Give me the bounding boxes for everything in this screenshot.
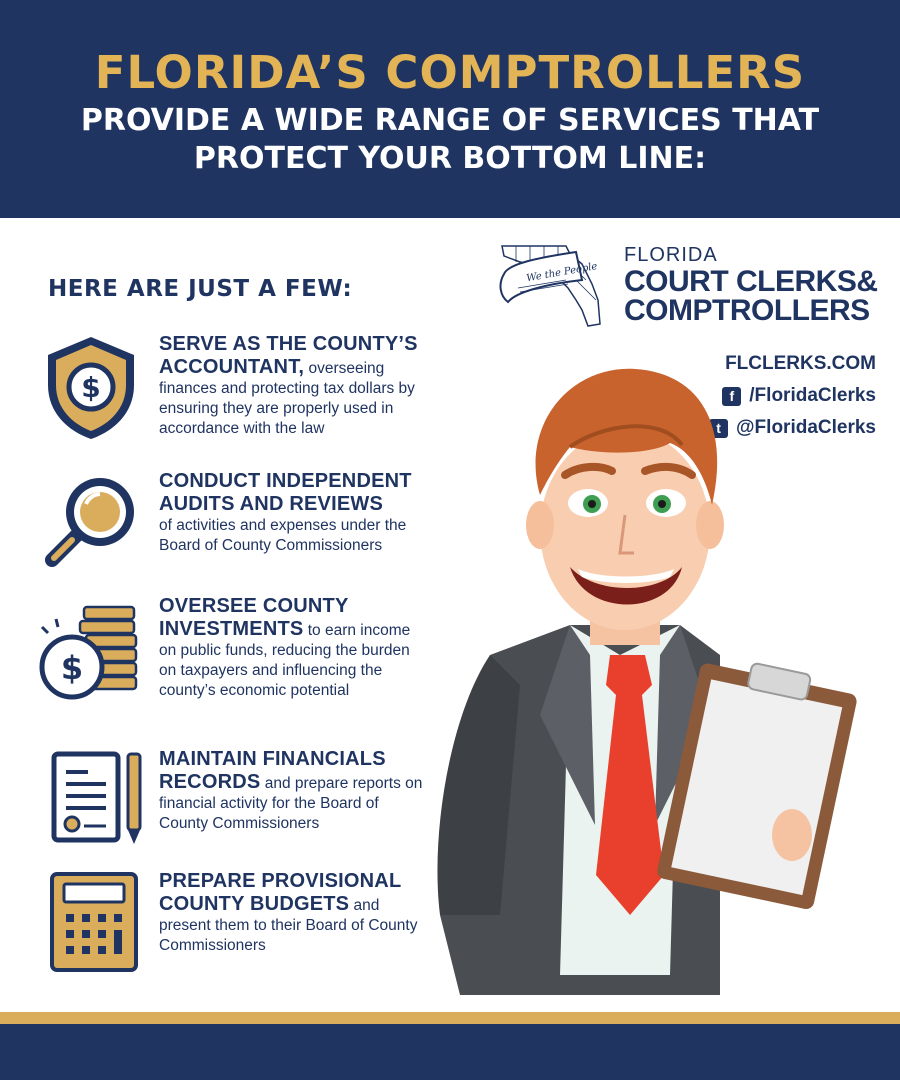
facebook-link[interactable]: f /FloridaClerks (709, 380, 876, 412)
svg-text:$: $ (81, 371, 100, 404)
florida-map-scroll-logo: We the People (499, 245, 601, 327)
service-text: OVERSEE COUNTY INVESTMENTS to earn incom… (159, 595, 424, 701)
magnifying-glass-icon (45, 478, 134, 567)
page-subtitle: PROVIDE A WIDE RANGE OF SERVICES THAT PR… (80, 103, 820, 176)
logo-line-florida: FLORIDA (624, 244, 718, 266)
service-body: and present them to their Board of Count… (159, 897, 418, 954)
service-body: and prepare reports on financial activit… (159, 775, 423, 832)
service-item-budgets: PREPARE PROVISIONAL COUNTY BUDGETS and p… (0, 870, 460, 972)
section-heading: HERE ARE JUST A FEW: (48, 276, 353, 302)
header-banner: FLORIDA’S COMPTROLLERS PROVIDE A WIDE RA… (0, 0, 900, 218)
footer-gold-stripe (0, 1012, 900, 1024)
page-title: FLORIDA’S COMPTROLLERS (94, 46, 806, 99)
service-title: SERVE AS THE COUNTY’S ACCOUNTANT, (159, 333, 418, 378)
logo-line-comptrollers: COMPTROLLERS (624, 294, 870, 327)
service-text: PREPARE PROVISIONAL COUNTY BUDGETS and p… (159, 870, 424, 956)
service-item-audits: CONDUCT INDEPENDENT AUDITS AND REVIEWS o… (0, 470, 460, 570)
logo-line-court-clerks: COURT CLERKS& (624, 265, 878, 298)
service-title: MAINTAIN FINANCIALS RECORDS (159, 748, 386, 793)
service-text: MAINTAIN FINANCIALS RECORDS and prepare … (159, 748, 424, 834)
website-text: FLCLERKS.COM (725, 353, 876, 374)
service-body: of activities and expenses under the Boa… (159, 517, 407, 554)
service-body: overseeing finances and protecting tax d… (159, 360, 415, 437)
service-title: OVERSEE COUNTY INVESTMENTS (159, 595, 349, 640)
website-link[interactable]: FLCLERKS.COM (709, 348, 876, 380)
coin-stack-icon: $ (39, 605, 138, 700)
svg-text:$: $ (61, 649, 83, 687)
service-body: to earn income on public funds, reducing… (159, 622, 411, 699)
service-item-investments: $ OVERSEE COUNTY INVESTMENTS to earn inc… (0, 595, 460, 715)
businessman-illustration (437, 368, 857, 995)
service-text: CONDUCT INDEPENDENT AUDITS AND REVIEWS o… (159, 470, 424, 556)
facebook-handle: /FloridaClerks (749, 385, 876, 406)
brand-logo: FLORIDA COURT CLERKS& COMPTROLLERS (624, 244, 878, 327)
document-pen-icon (51, 751, 142, 844)
calculator-icon (50, 872, 138, 972)
service-item-records: MAINTAIN FINANCIALS RECORDS and prepare … (0, 748, 460, 848)
facebook-icon: f (722, 386, 742, 406)
service-item-accountant: $ SERVE AS THE COUNTY’S ACCOUNTANT, over… (0, 333, 460, 443)
footer-bar (0, 1024, 900, 1080)
shield-dollar-icon: $ (48, 337, 134, 439)
contact-info: FLCLERKS.COM f /FloridaClerks t @Florida… (709, 348, 876, 444)
twitter-handle: @FloridaClerks (736, 417, 876, 438)
service-text: SERVE AS THE COUNTY’S ACCOUNTANT, overse… (159, 333, 424, 439)
service-title: PREPARE PROVISIONAL COUNTY BUDGETS (159, 870, 401, 915)
service-title: CONDUCT INDEPENDENT AUDITS AND REVIEWS (159, 470, 412, 515)
